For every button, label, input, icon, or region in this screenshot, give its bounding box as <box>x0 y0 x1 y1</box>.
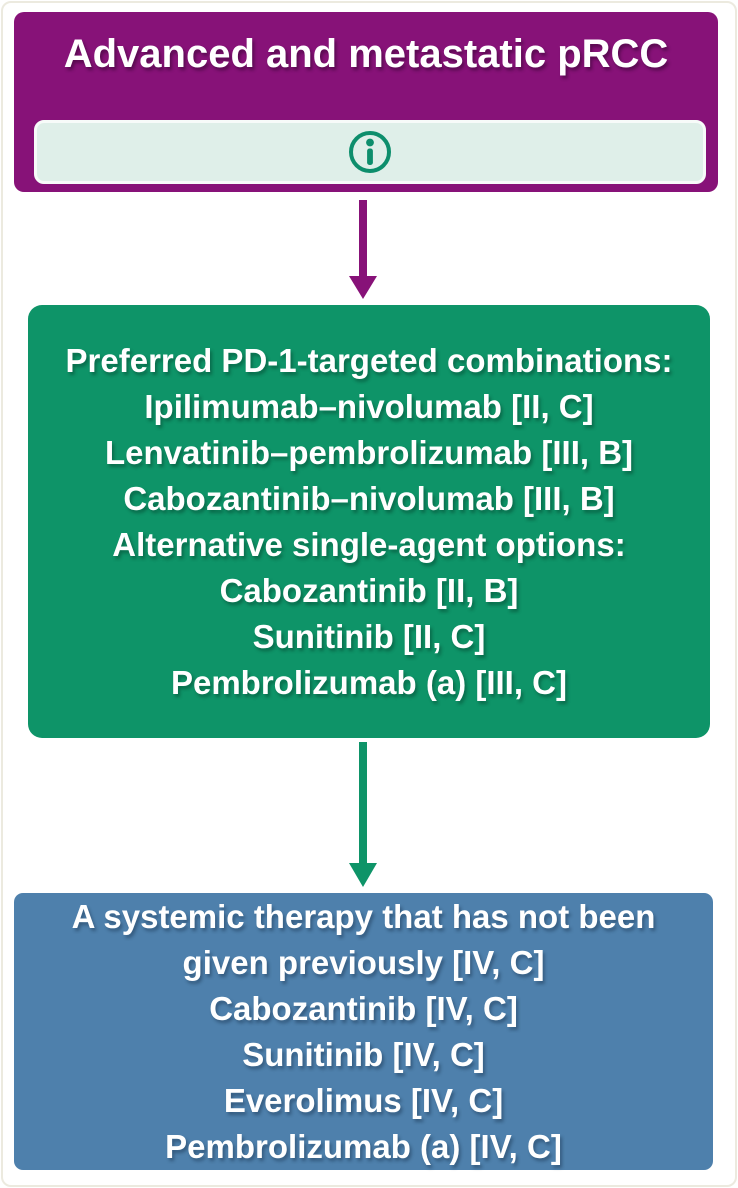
arrow-down-green <box>349 742 377 887</box>
therapy-line: Preferred PD-1-targeted combinations: <box>65 341 673 379</box>
info-bar[interactable] <box>34 120 706 184</box>
therapy-line: Cabozantinib–nivolumab [III, B] <box>123 479 615 517</box>
therapy-line: Ipilimumab–nivolumab [II, C] <box>144 387 594 425</box>
middle-box-first-line-options: Preferred PD-1-targeted combinations: Ip… <box>28 305 710 738</box>
therapy-line: A systemic therapy that has not been giv… <box>71 897 656 981</box>
top-box-advanced-metastatic-prcc: Advanced and metastatic pRCC <box>14 12 718 192</box>
therapy-line: Sunitinib [II, C] <box>252 617 486 655</box>
therapy-line: Lenvatinib–pembrolizumab [III, B] <box>104 433 634 471</box>
therapy-line: Sunitinib [IV, C] <box>242 1035 485 1073</box>
bottom-box-subsequent-therapy: A systemic therapy that has not been giv… <box>14 893 713 1170</box>
page-title: Advanced and metastatic pRCC <box>63 32 669 76</box>
therapy-line: Pembrolizumab (a) [IV, C] <box>165 1127 562 1165</box>
therapy-line: Everolimus [IV, C] <box>223 1081 504 1119</box>
info-icon[interactable] <box>347 129 393 175</box>
therapy-line: Cabozantinib [II, B] <box>219 571 519 609</box>
therapy-line: Cabozantinib [IV, C] <box>209 989 518 1027</box>
therapy-line: Pembrolizumab (a) [III, C] <box>170 663 568 701</box>
arrow-down-purple <box>349 200 377 299</box>
therapy-line: Alternative single-agent options: <box>112 525 626 563</box>
